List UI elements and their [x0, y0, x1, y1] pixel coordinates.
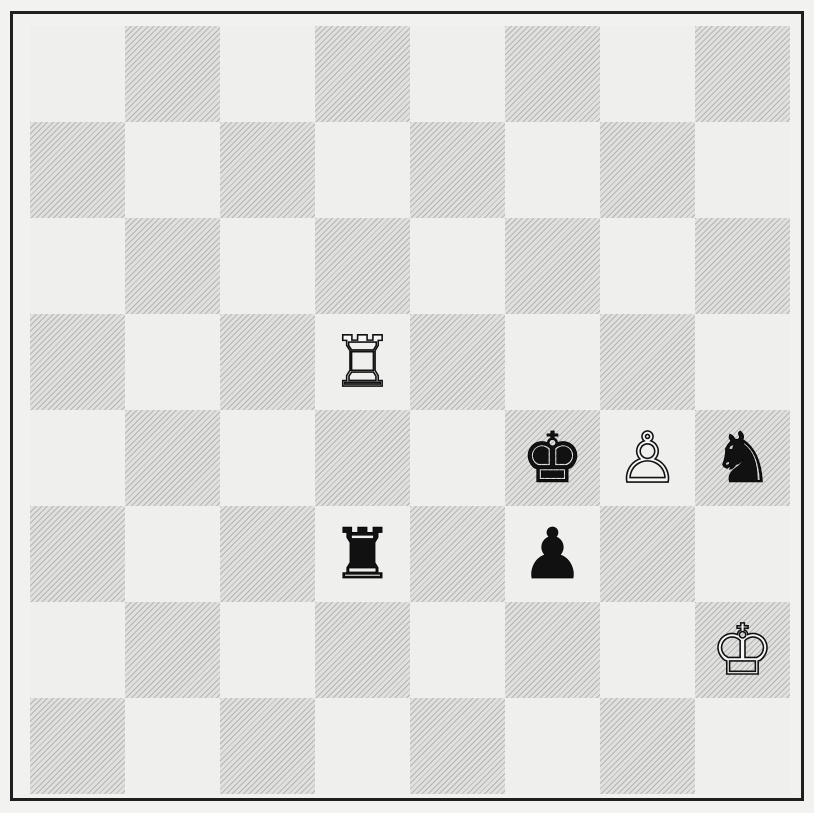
square-g1[interactable]	[600, 698, 695, 794]
square-b7[interactable]	[125, 122, 220, 218]
square-d4[interactable]	[315, 410, 410, 506]
square-h7[interactable]	[695, 122, 790, 218]
square-a3[interactable]	[30, 506, 125, 602]
square-a2[interactable]	[30, 602, 125, 698]
square-d6[interactable]	[315, 218, 410, 314]
square-g8[interactable]	[600, 26, 695, 122]
square-f2[interactable]	[505, 602, 600, 698]
square-e2[interactable]	[410, 602, 505, 698]
square-b6[interactable]	[125, 218, 220, 314]
square-f6[interactable]	[505, 218, 600, 314]
square-d5[interactable]: ♖	[315, 314, 410, 410]
square-c5[interactable]	[220, 314, 315, 410]
square-h6[interactable]	[695, 218, 790, 314]
square-e5[interactable]	[410, 314, 505, 410]
square-d7[interactable]	[315, 122, 410, 218]
square-e6[interactable]	[410, 218, 505, 314]
white-pawn-icon[interactable]: ♙	[600, 410, 695, 506]
square-b3[interactable]	[125, 506, 220, 602]
square-e7[interactable]	[410, 122, 505, 218]
square-g7[interactable]	[600, 122, 695, 218]
square-d2[interactable]	[315, 602, 410, 698]
square-a6[interactable]	[30, 218, 125, 314]
square-d8[interactable]	[315, 26, 410, 122]
square-h1[interactable]	[695, 698, 790, 794]
square-c1[interactable]	[220, 698, 315, 794]
square-h5[interactable]	[695, 314, 790, 410]
square-f4[interactable]: ♚	[505, 410, 600, 506]
square-h4[interactable]: ♞	[695, 410, 790, 506]
square-e4[interactable]	[410, 410, 505, 506]
square-c2[interactable]	[220, 602, 315, 698]
square-b8[interactable]	[125, 26, 220, 122]
square-a5[interactable]	[30, 314, 125, 410]
square-e8[interactable]	[410, 26, 505, 122]
black-king-icon[interactable]: ♚	[505, 410, 600, 506]
square-f1[interactable]	[505, 698, 600, 794]
square-f3[interactable]: ♟	[505, 506, 600, 602]
white-rook-icon[interactable]: ♖	[315, 314, 410, 410]
square-e3[interactable]	[410, 506, 505, 602]
square-f8[interactable]	[505, 26, 600, 122]
square-a8[interactable]	[30, 26, 125, 122]
square-c8[interactable]	[220, 26, 315, 122]
square-g4[interactable]: ♙	[600, 410, 695, 506]
black-rook-icon[interactable]: ♜	[315, 506, 410, 602]
square-c7[interactable]	[220, 122, 315, 218]
square-b1[interactable]	[125, 698, 220, 794]
square-g3[interactable]	[600, 506, 695, 602]
white-king-icon[interactable]: ♔	[695, 602, 790, 698]
square-h3[interactable]	[695, 506, 790, 602]
black-pawn-icon[interactable]: ♟	[505, 506, 600, 602]
square-g5[interactable]	[600, 314, 695, 410]
square-h8[interactable]	[695, 26, 790, 122]
square-h2[interactable]: ♔	[695, 602, 790, 698]
square-a7[interactable]	[30, 122, 125, 218]
square-g2[interactable]	[600, 602, 695, 698]
square-b5[interactable]	[125, 314, 220, 410]
square-b2[interactable]	[125, 602, 220, 698]
square-c4[interactable]	[220, 410, 315, 506]
square-g6[interactable]	[600, 218, 695, 314]
square-d3[interactable]: ♜	[315, 506, 410, 602]
square-c6[interactable]	[220, 218, 315, 314]
square-c3[interactable]	[220, 506, 315, 602]
square-a1[interactable]	[30, 698, 125, 794]
square-e1[interactable]	[410, 698, 505, 794]
square-f7[interactable]	[505, 122, 600, 218]
chess-board[interactable]: ♖ ♚♙♞ ♜ ♟ ♔	[30, 26, 790, 794]
black-knight-icon[interactable]: ♞	[695, 410, 790, 506]
square-a4[interactable]	[30, 410, 125, 506]
square-d1[interactable]	[315, 698, 410, 794]
square-f5[interactable]	[505, 314, 600, 410]
square-b4[interactable]	[125, 410, 220, 506]
